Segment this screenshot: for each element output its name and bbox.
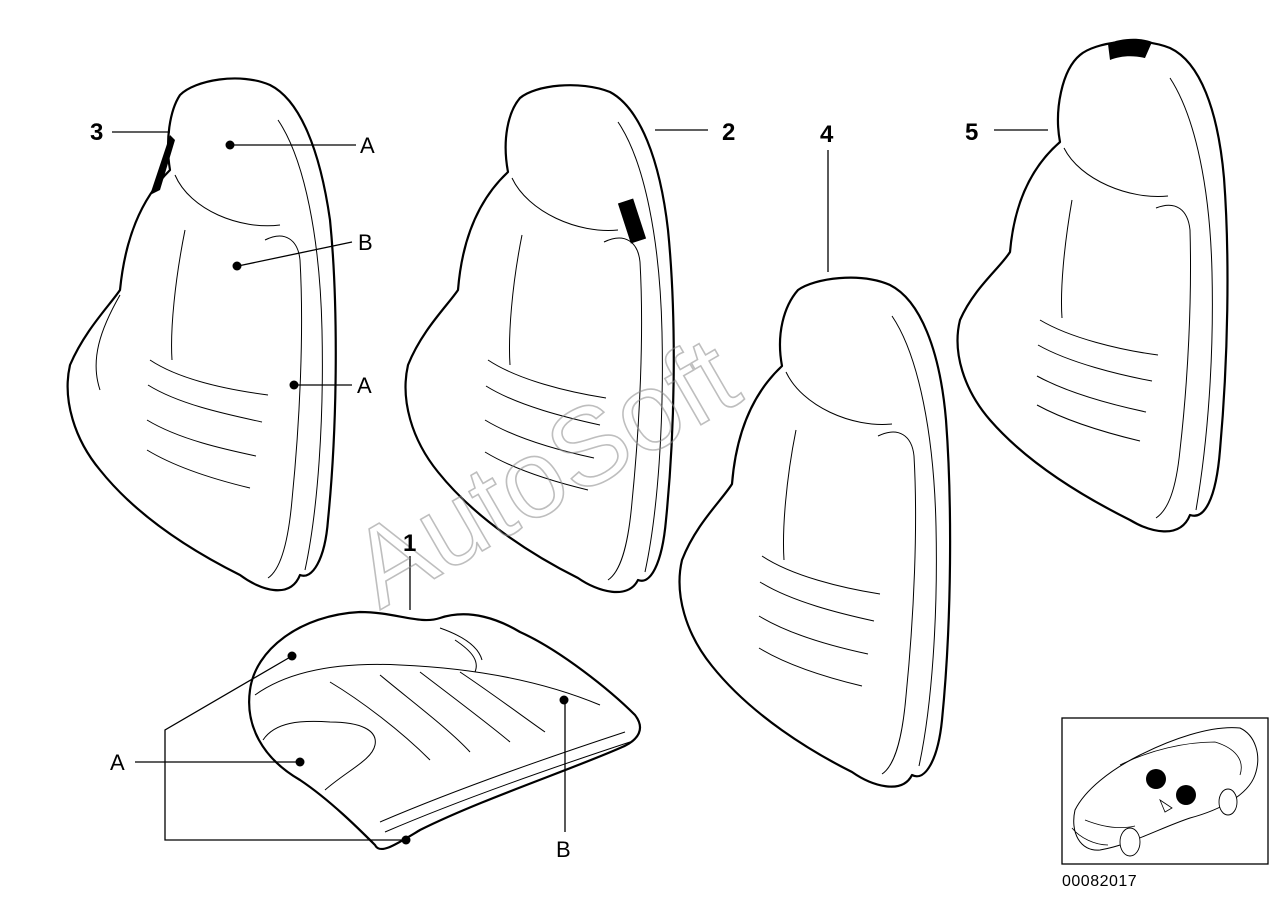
- callout-a-cushion: A: [110, 750, 125, 775]
- callout-b-cushion: B: [556, 837, 571, 862]
- callout-b-backrest: B: [358, 230, 373, 255]
- callout-a-upper: A: [360, 133, 375, 158]
- callout-dots: [225, 140, 569, 845]
- part-number-1: 1: [403, 530, 416, 557]
- backrest-4[interactable]: [678, 276, 952, 788]
- callout-a-lower: A: [357, 373, 372, 398]
- locator-inset: [1061, 717, 1269, 865]
- part-number-2: 2: [722, 119, 735, 146]
- seat-location-marker: [1146, 769, 1166, 789]
- backrest-2[interactable]: [404, 84, 675, 594]
- part-number-4: 4: [820, 121, 834, 148]
- backrest-5[interactable]: [956, 38, 1229, 533]
- seat-location-marker: [1176, 785, 1196, 805]
- backrest-3[interactable]: [66, 77, 337, 592]
- car-icon: [1071, 727, 1259, 857]
- part-number-5: 5: [965, 119, 978, 146]
- document-number: 00082017: [1062, 873, 1137, 890]
- part-number-3: 3: [90, 119, 103, 146]
- seat-cushion-1[interactable]: [248, 610, 642, 851]
- leader-lines: [112, 129, 1048, 841]
